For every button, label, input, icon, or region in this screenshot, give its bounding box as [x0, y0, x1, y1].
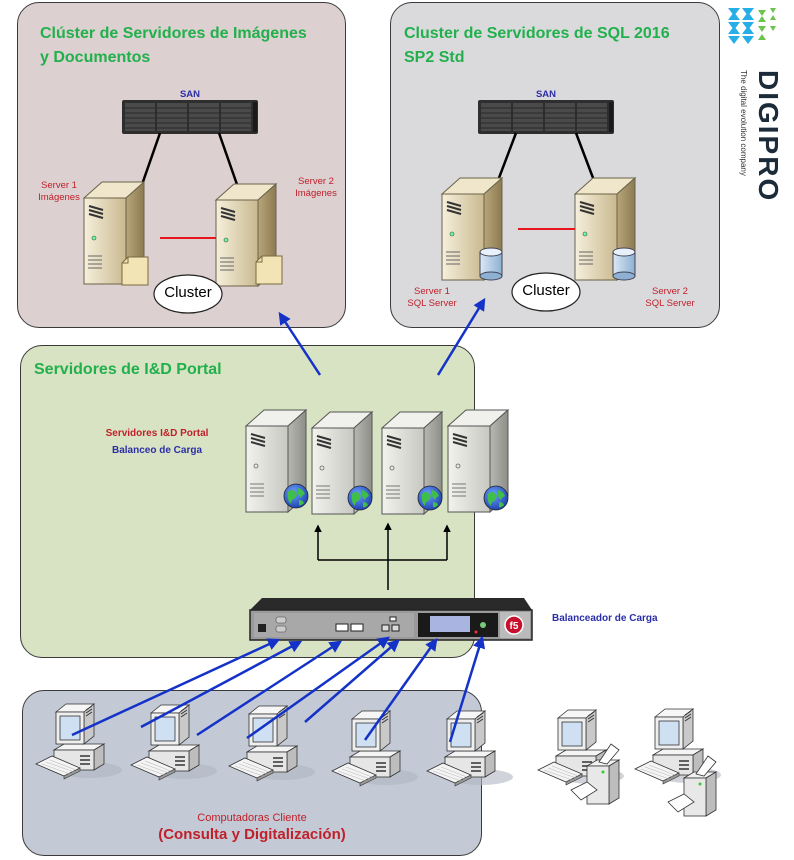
- database-icon-1: [479, 247, 503, 281]
- client-computer-5: [426, 710, 514, 787]
- image-cluster-panel: [17, 2, 346, 328]
- arrow-portal-to-images: [278, 311, 322, 376]
- server-2-images-label-line1: Server 2: [298, 176, 334, 187]
- image-cluster-title: Clúster de Servidores de Imágenes y Docu…: [40, 22, 307, 70]
- cluster-ellipse-images: [153, 274, 223, 314]
- server-1-sql-label-line1: Server 1: [414, 286, 450, 297]
- client-computer-3: [228, 705, 316, 782]
- san-label-images: SAN: [179, 89, 201, 100]
- server-2-images-label-line2: Imágenes: [295, 188, 337, 199]
- client-links: [71, 635, 486, 743]
- cluster-ellipse-sql: [511, 272, 581, 312]
- digipro-logo-text: DIGIPRO: [752, 70, 784, 202]
- server-1-images-label-line1: Server 1: [41, 180, 77, 191]
- server-2-sql-label: Server 2 SQL Server: [634, 286, 706, 310]
- server-1-images-label-line2: Imágenes: [38, 192, 80, 203]
- image-cluster-title-line2: y Documentos: [40, 49, 151, 66]
- portal-servers-label-line1: Servidores I&D Portal: [105, 428, 209, 439]
- globe-icon-2: [347, 485, 373, 511]
- image-cluster-title-line1: Clúster de Servidores de Imágenes: [40, 25, 307, 42]
- digipro-logo-mark: [728, 8, 776, 44]
- san-storage-sql: [477, 99, 615, 135]
- portal-servers-label-line2: Balanceo de Carga: [111, 445, 203, 456]
- client-computer-2: [130, 704, 218, 781]
- server-2-images-label: Server 2 Imágenes: [282, 176, 350, 200]
- sql-cluster-title-line1: Cluster de Servidores de SQL 2016: [404, 25, 670, 42]
- cluster-label-sql: Cluster: [522, 282, 570, 299]
- clients-label-line2: (Consulta y Digitalización): [158, 826, 346, 843]
- sql-cluster-title: Cluster de Servidores de SQL 2016 SP2 St…: [404, 22, 670, 70]
- svg-text:f5: f5: [510, 621, 519, 632]
- database-icon-2: [612, 247, 636, 281]
- load-balancer-device: f5: [249, 598, 533, 641]
- portal-title: Servidores de I&D Portal: [34, 361, 222, 378]
- globe-icon-4: [483, 485, 509, 511]
- client-computer-4: [331, 710, 419, 787]
- logo-tagline: The digital evolution company: [739, 70, 748, 176]
- san-storage-images: [121, 99, 259, 135]
- load-balancer-label: Balanceador de Carga: [552, 613, 658, 624]
- globe-icon-3: [417, 485, 443, 511]
- arrow-portal-to-sql: [436, 297, 486, 376]
- server-1-images-label: Server 1 Imágenes: [26, 180, 92, 204]
- server-2-sql-label-line2: SQL Server: [645, 298, 695, 309]
- document-icon-2: [255, 255, 283, 285]
- globe-icon-1: [283, 483, 309, 509]
- sql-cluster-title-line2: SP2 Std: [404, 49, 465, 66]
- server-1-sql-label: Server 1 SQL Server: [396, 286, 468, 310]
- cluster-label-images: Cluster: [164, 284, 212, 301]
- san-label-sql: SAN: [535, 89, 557, 100]
- client-computer-1: [35, 703, 123, 780]
- server-1-sql-label-line2: SQL Server: [407, 298, 457, 309]
- server-2-sql-label-line1: Server 2: [652, 286, 688, 297]
- clients-label-line1: Computadoras Cliente: [197, 812, 307, 824]
- load-distribution-arrows: [314, 522, 451, 590]
- document-icon-1: [121, 256, 149, 286]
- logo-brand: DIGIPRO: [753, 70, 784, 203]
